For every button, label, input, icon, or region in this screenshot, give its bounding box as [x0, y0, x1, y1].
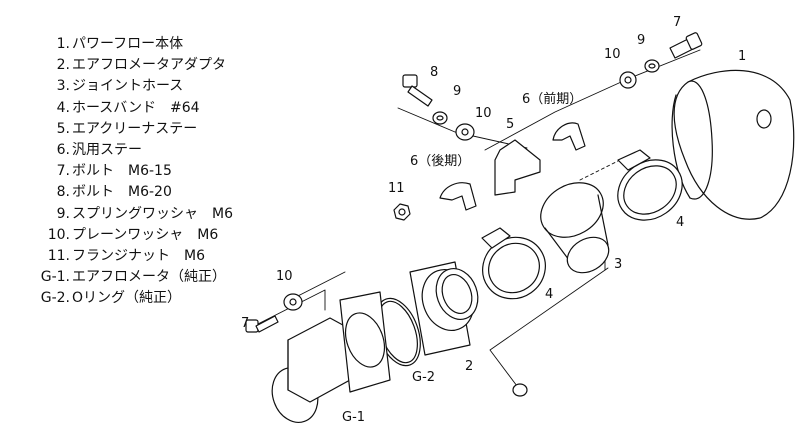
part-number: 1.	[56, 36, 70, 52]
hose-band-upper	[617, 149, 683, 221]
callout-3: 3	[614, 257, 622, 272]
callout-6-late: 6（後期）	[410, 154, 470, 169]
part-number: 6.	[56, 141, 70, 158]
part-name: スプリングワッシャ M6	[72, 205, 233, 222]
parts-list-item: G-2.Oリング（純正）	[0, 288, 240, 309]
air-cleaner-stay	[494, 139, 541, 196]
part-name: エアクリーナステー	[72, 120, 198, 137]
callout-2: 2	[465, 359, 473, 374]
part-number: G-2.	[40, 290, 70, 307]
callout-4-lower: 4	[545, 287, 553, 302]
parts-list-item: 11.フランジナット M6	[0, 246, 240, 267]
callout-4-upper: 4	[676, 215, 684, 230]
part-number: 4.	[56, 99, 70, 116]
callout-11: 11	[388, 181, 405, 196]
air-flow-meter	[271, 291, 391, 423]
bolt-m6-15	[669, 32, 703, 59]
joint-hose	[540, 182, 610, 274]
parts-list-item: 3.ジョイントホース	[0, 76, 240, 97]
part-name: ボルト M6-15	[72, 163, 172, 180]
part-number: 10.	[47, 226, 70, 243]
flange-nut	[393, 203, 411, 221]
part-name: ホースバンド #64	[72, 99, 200, 116]
callout-6-early: 6（前期）	[522, 91, 582, 107]
part-name: フランジナット M6	[72, 247, 205, 264]
part-name: エアフロメータアダプタ	[72, 57, 226, 74]
part-number: 2.	[56, 57, 70, 74]
spring-washer-upper	[644, 59, 660, 73]
plain-washer-upper	[619, 71, 637, 89]
callout-5: 5	[506, 117, 514, 132]
part-number: G-1.	[40, 269, 70, 286]
parts-list-item: 1.パワーフロー本体	[0, 34, 240, 55]
part-number: 3.	[56, 78, 70, 95]
bolt-m6-20	[402, 74, 433, 107]
parts-list-item: 7.ボルト M6-15	[0, 161, 240, 182]
part-number: 9.	[56, 205, 70, 222]
part-name: パワーフロー本体	[72, 36, 184, 52]
parts-list-item: 9.スプリングワッシャ M6	[0, 204, 240, 225]
part-name: エアフロメータ（純正）	[72, 269, 226, 286]
plain-washer-mid	[455, 123, 475, 141]
part-name: Oリング（純正）	[72, 290, 182, 307]
general-stay-late	[439, 182, 477, 211]
power-flow-body	[671, 69, 795, 220]
callout-1: 1	[738, 49, 746, 64]
part-number: 5.	[56, 120, 70, 137]
callout-9-mid: 9	[453, 84, 461, 99]
callout-7-upper: 7	[673, 15, 681, 30]
callout-8: 8	[430, 65, 438, 80]
parts-list-item: 10.プレーンワッシャ M6	[0, 225, 240, 246]
part-name: プレーンワッシャ M6	[72, 226, 219, 243]
parts-list-item: 2.エアフロメータアダプタ	[0, 55, 240, 76]
plain-washer-lower	[283, 293, 303, 311]
parts-list-item: 5.エアクリーナステー	[0, 119, 240, 140]
callout-10-upper: 10	[604, 47, 621, 62]
parts-list-item: 8.ボルト M6-20	[0, 182, 240, 203]
hose-band-lower	[481, 227, 546, 300]
part-number: 11.	[47, 247, 70, 264]
part-name: 汎用ステー	[72, 141, 142, 158]
callout-g1: G-1	[342, 410, 365, 425]
callout-9-upper: 9	[637, 33, 645, 48]
air-flow-meter-adapter	[409, 261, 479, 356]
part-name: ジョイントホース	[72, 78, 184, 95]
callout-10-mid: 10	[475, 106, 492, 121]
parts-list-item: 6.汎用ステー	[0, 140, 240, 161]
spring-washer-mid	[432, 111, 448, 125]
parts-list-item: G-1.エアフロメータ（純正）	[0, 267, 240, 288]
bolt-m6-15-lower	[245, 315, 279, 333]
part-number: 8.	[56, 184, 70, 201]
parts-list-item: 4.ホースバンド #64	[0, 98, 240, 119]
plug-part	[512, 383, 528, 397]
part-number: 7.	[56, 163, 70, 180]
general-stay-early	[552, 122, 586, 151]
part-name: ボルト M6-20	[72, 184, 172, 201]
callout-7-lower: 7	[241, 316, 249, 331]
callout-10-lower: 10	[276, 269, 293, 284]
callout-g2: G-2	[412, 370, 435, 385]
